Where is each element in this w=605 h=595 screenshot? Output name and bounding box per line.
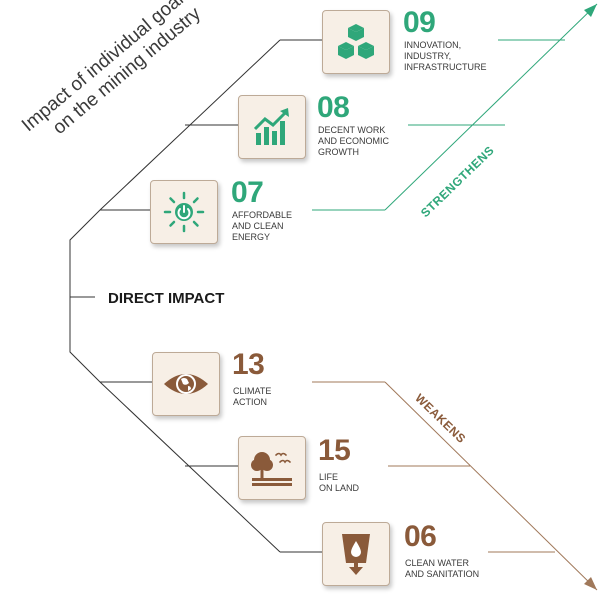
goal-08-label: DECENT WORK AND ECONOMIC GROWTH [318,125,389,158]
tree-birds-icon [251,452,292,486]
goal-07-label: AFFORDABLE AND CLEAN ENERGY [232,210,292,243]
goal-13-label-line: ACTION [233,397,268,407]
eye-globe-icon [164,374,208,394]
goal-08-label-line: GROWTH [318,147,359,157]
goal-13-label: CLIMATE ACTION [233,386,271,408]
goal-15-label: LIFE ON LAND [319,472,359,494]
goal-06-tile [322,522,390,586]
power-sun-icon [163,191,205,233]
tree-branch-lines [69,39,281,553]
goal-09-label-line: INNOVATION, [404,40,462,50]
goal-08-label-line: AND ECONOMIC [318,136,390,146]
water-glass-icon [342,534,370,575]
goal-09-label-line: INDUSTRY, [404,51,452,61]
direct-impact-label: DIRECT IMPACT [108,290,225,307]
goal-07-number: 07 [231,176,264,209]
goal-15-label-line: ON LAND [319,483,360,493]
weakens-arrow-line [384,381,598,591]
goal-07-tile [150,180,218,244]
goal-08-number: 08 [317,91,350,124]
goal-07-label-line: ENERGY [232,232,271,242]
goal-09-label: INNOVATION, INDUSTRY, INFRASTRUCTURE [404,40,487,73]
goal-13-label-line: CLIMATE [233,386,272,396]
goal-06-label: CLEAN WATER AND SANITATION [405,558,479,580]
goal-15-tile [238,436,306,500]
goal-13-tile [152,352,220,416]
growth-chart-icon [253,108,289,145]
weakens-arrowhead [584,577,597,590]
goal-09-number: 09 [403,6,436,39]
goal-13-number: 13 [232,348,265,381]
goal-08-label-line: DECENT WORK [318,125,386,135]
goal-15-number: 15 [318,434,351,467]
goal-06-label-line: AND SANITATION [405,569,480,579]
strengthens-arrowhead [584,4,597,17]
goal-07-label-line: AND CLEAN [232,221,284,231]
goal-15-label-line: LIFE [319,472,339,482]
goal-06-label-line: CLEAN WATER [405,558,470,568]
cubes-icon [338,24,374,59]
strengthens-arrow-line [384,3,598,211]
goal-07-label-line: AFFORDABLE [232,210,293,220]
goal-06-number: 06 [404,520,437,553]
goal-09-label-line: INFRASTRUCTURE [404,62,487,72]
goal-08-tile [238,95,306,159]
goal-09-tile [322,10,390,74]
